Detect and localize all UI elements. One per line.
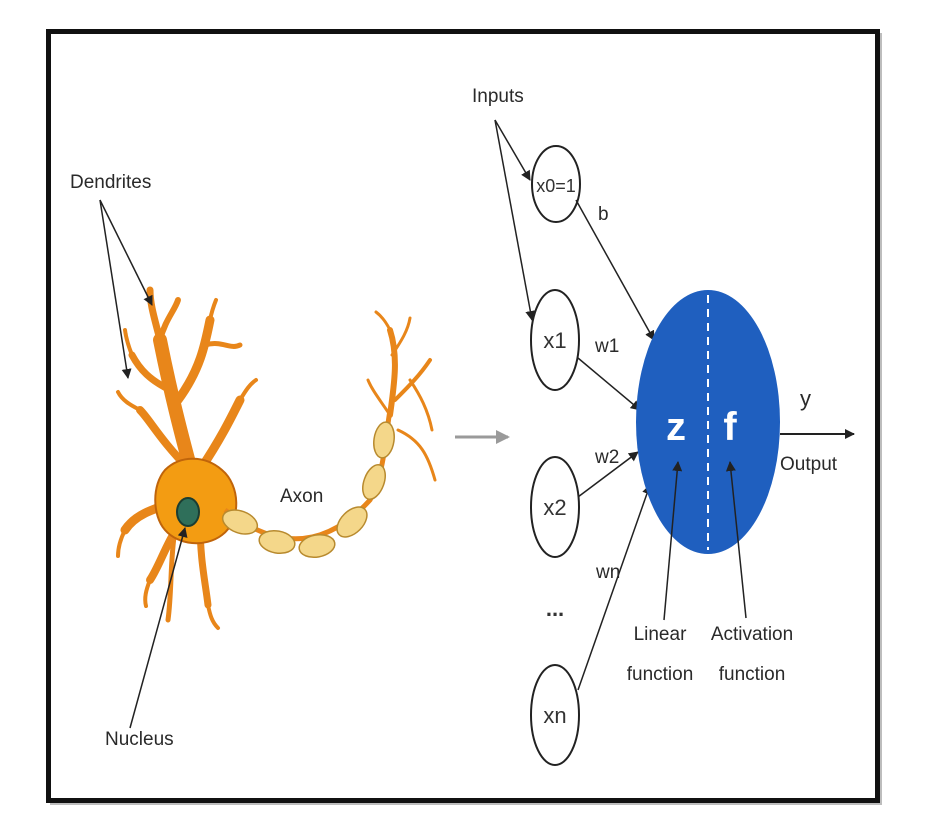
perceptron-unit: z f bbox=[636, 290, 780, 554]
nucleus bbox=[177, 498, 199, 526]
z-symbol: z bbox=[666, 405, 686, 449]
input-node-x1: x1 bbox=[531, 290, 579, 390]
weight-w1: w1 bbox=[594, 336, 619, 357]
output-label: Output bbox=[780, 454, 838, 475]
svg-text:x2: x2 bbox=[543, 495, 566, 520]
linear-label-line1: Linear bbox=[634, 624, 687, 645]
ellipsis-node: ... bbox=[546, 596, 564, 621]
inputs-pointer-2 bbox=[495, 120, 532, 320]
inputs-label: Inputs bbox=[472, 86, 524, 107]
activation-label-line2: function bbox=[719, 664, 786, 685]
input-node-x0: x0=1 bbox=[532, 146, 580, 222]
linear-label-line2: function bbox=[627, 664, 694, 685]
svg-text:x0=1: x0=1 bbox=[536, 176, 576, 196]
input-node-x2: x2 bbox=[531, 457, 579, 557]
svg-text:xn: xn bbox=[543, 703, 566, 728]
dendrites-label: Dendrites bbox=[70, 172, 151, 193]
edge-x0 bbox=[576, 200, 654, 340]
activation-label-line1: Activation bbox=[711, 624, 793, 645]
svg-text:x1: x1 bbox=[543, 328, 566, 353]
nucleus-label: Nucleus bbox=[105, 729, 174, 750]
weight-b: b bbox=[598, 204, 609, 225]
f-symbol: f bbox=[723, 405, 737, 449]
weight-wn: wn bbox=[595, 562, 620, 583]
neuron-illustration bbox=[118, 290, 435, 628]
input-node-xn: xn bbox=[531, 665, 579, 765]
edge-x1 bbox=[578, 358, 640, 410]
output-symbol: y bbox=[800, 386, 811, 411]
axon-label: Axon bbox=[280, 486, 323, 507]
edge-xn bbox=[578, 485, 650, 690]
weight-w2: w2 bbox=[594, 447, 619, 468]
